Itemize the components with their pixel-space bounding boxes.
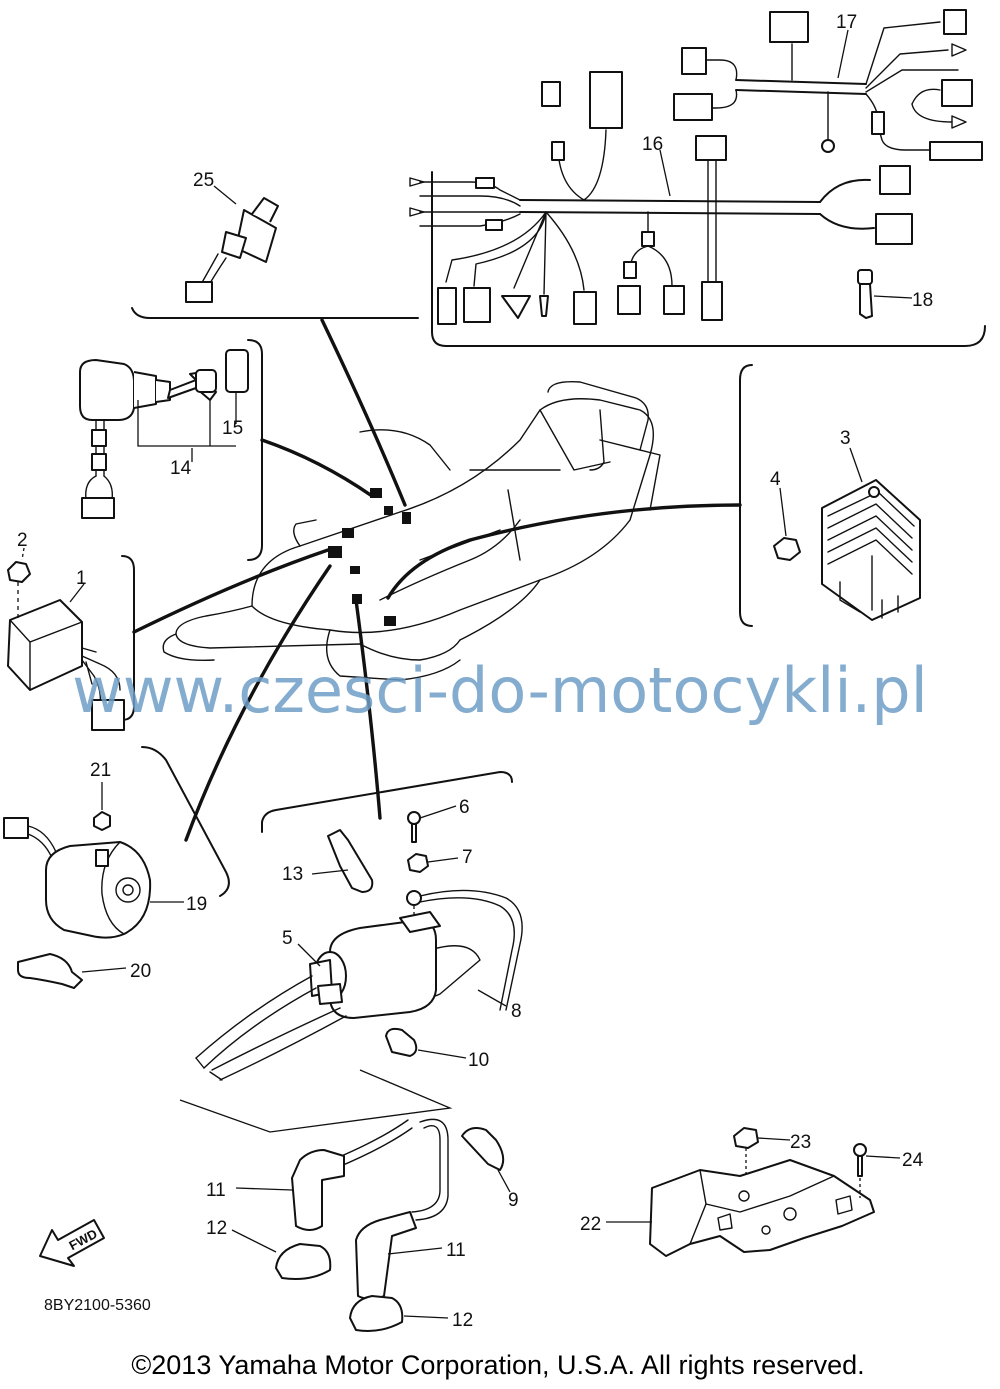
- callout-18: 18: [912, 290, 933, 311]
- callout-20: 20: [130, 961, 151, 982]
- part-12-plug-boot-right: [349, 1295, 449, 1332]
- callout-11-right: 11: [446, 1240, 466, 1261]
- group-leader-lines: [132, 318, 742, 842]
- part-1-cdi-unit: [7, 583, 125, 731]
- callout-5: 5: [282, 928, 293, 949]
- part-6-bolt: [407, 805, 457, 843]
- callout-10: 10: [468, 1050, 489, 1071]
- part-11-plug-cap-left: [235, 1119, 413, 1231]
- copyright-notice: ©2013 Yamaha Motor Corporation, U.S.A. A…: [131, 1350, 864, 1380]
- callout-14: 14: [170, 458, 192, 479]
- part-4-nut: [773, 487, 801, 561]
- callout-3: 3: [840, 428, 851, 449]
- part-18-key: [857, 269, 913, 319]
- callout-1: 1: [76, 568, 87, 589]
- callout-7: 7: [462, 847, 473, 868]
- callout-12-left: 12: [206, 1218, 227, 1239]
- part-21-nut: [93, 782, 111, 831]
- callout-2: 2: [17, 530, 28, 551]
- callout-15: 15: [222, 418, 243, 439]
- callout-8: 8: [511, 1001, 522, 1022]
- callout-9: 9: [508, 1190, 519, 1211]
- part-24-bolt: [853, 1143, 901, 1198]
- part-11-plug-cap-right: [355, 1118, 449, 1300]
- part-10-clamp: [385, 1027, 467, 1059]
- part-14-main-switch: [79, 359, 236, 519]
- part-25-switch: [185, 185, 279, 303]
- diagram-code: 8BY2100-5360: [44, 1297, 151, 1314]
- part-16-wire-harness: [409, 71, 913, 325]
- part-15-key: [167, 349, 249, 446]
- callout-13: 13: [282, 864, 303, 885]
- callout-labels: 1 2 3 4 5 6 7 8 9 10 11 11 12 12 13 14 1…: [17, 12, 933, 1331]
- callout-22: 22: [580, 1214, 601, 1235]
- callout-21: 21: [90, 760, 111, 781]
- part-17-sub-harness: [673, 9, 983, 161]
- mounting-markers: [328, 488, 411, 626]
- part-23-nut: [733, 1127, 791, 1176]
- callout-11-left: 11: [206, 1180, 226, 1201]
- part-5-ignition-coil: [195, 911, 441, 1081]
- callout-25: 25: [193, 170, 214, 191]
- part-19-relay: [3, 817, 184, 939]
- callout-4: 4: [770, 469, 781, 490]
- callout-16: 16: [642, 134, 663, 155]
- coil-group-outline: [179, 1069, 453, 1133]
- part-8-ground-lead: [406, 889, 523, 1011]
- part-22-bracket: [606, 1159, 875, 1257]
- part-20-clamp: [17, 953, 127, 989]
- callout-24: 24: [902, 1150, 924, 1171]
- callout-17: 17: [836, 12, 857, 33]
- watermark: www.czesci-do-motocykli.pl: [72, 654, 928, 727]
- part-3-rectifier: [821, 447, 921, 621]
- callout-19: 19: [186, 894, 207, 915]
- part-2-nut: [7, 547, 31, 620]
- part-12-plug-boot-left: [231, 1229, 332, 1280]
- callout-6: 6: [459, 797, 470, 818]
- fwd-arrow-icon: FWD: [39, 1219, 105, 1267]
- part-9-clamp: [461, 1127, 511, 1193]
- part-7-nut: [407, 853, 459, 873]
- callout-23: 23: [790, 1132, 811, 1153]
- part-13-clamp: [311, 829, 374, 893]
- callout-12-right: 12: [452, 1310, 473, 1331]
